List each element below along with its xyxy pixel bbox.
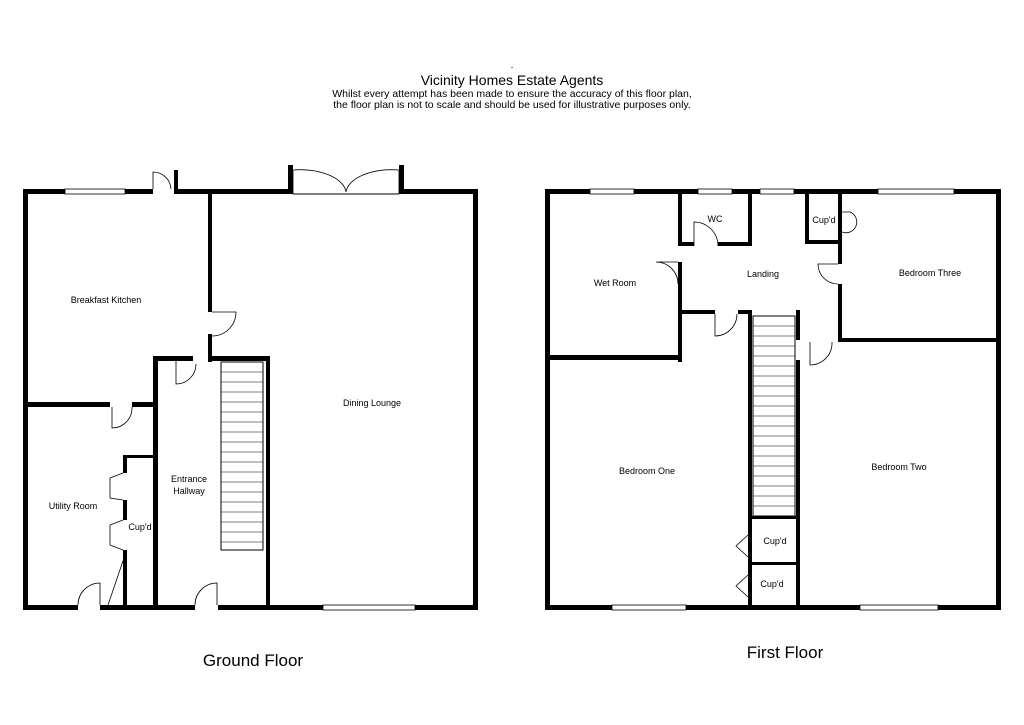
ff-wall-bed3-left: [838, 194, 842, 264]
ff-window-bed3: [877, 188, 955, 195]
ff-wall-stair-right-top: [796, 310, 800, 340]
gf-wall-bay-right: [399, 165, 404, 194]
room-label-ff-cupboard-top: Cup'd: [812, 215, 835, 225]
ff-wall-stair-left: [748, 310, 752, 610]
gf-wall-porch-left: [174, 170, 178, 194]
room-label-dining-lounge: Dining Lounge: [343, 398, 401, 408]
ff-wall-wet-right: [678, 262, 682, 362]
ff-wall-landing-bottom-l: [682, 310, 715, 314]
room-label-entrance-2: Hallway: [173, 486, 205, 496]
ff-door-cupd-top: [839, 211, 858, 234]
room-label-gf-cupboard: Cup'd: [128, 522, 151, 532]
ff-wall-bed3-left-2: [838, 284, 842, 342]
ff-door-landing: [714, 313, 738, 337]
gf-door-back: [152, 171, 172, 190]
disclaimer-line-2: the floor plan is not to scale and shoul…: [333, 99, 691, 111]
ff-wall-left: [545, 189, 550, 610]
gf-wall-left: [23, 189, 28, 610]
ff-window-wc: [697, 188, 733, 195]
gf-window-lounge: [322, 604, 416, 611]
ground-floor-plan: Breakfast Kitchen Dining Lounge Utility …: [23, 165, 478, 670]
gf-wall-top-3: [399, 189, 478, 194]
room-label-bedroom-one: Bedroom One: [619, 466, 675, 476]
gf-door-utility: [111, 406, 133, 429]
ff-wall-cupd-mid-top: [752, 516, 798, 519]
floor-label-first: First Floor: [747, 643, 824, 662]
ff-stair-treads: [753, 325, 795, 507]
room-label-utility-room: Utility Room: [49, 501, 98, 511]
gf-wall-utility-top-2: [132, 402, 158, 407]
gf-door-french: [292, 169, 400, 194]
ff-wall-right: [996, 189, 1001, 610]
ff-door-cupd-mid: [735, 534, 749, 558]
gf-wall-utility-top: [23, 402, 110, 407]
ff-window-wetroom: [589, 188, 635, 195]
gf-door-cupd-upper: [109, 472, 124, 501]
gf-wall-hall-right: [266, 356, 270, 610]
ff-wall-bottom: [545, 605, 1001, 610]
gf-window-kitchen: [64, 188, 126, 195]
ff-window-bed2: [859, 604, 939, 611]
gf-wall-top-2: [174, 189, 288, 194]
room-label-bedroom-two: Bedroom Two: [871, 462, 926, 472]
room-label-bedroom-three: Bedroom Three: [899, 268, 961, 278]
first-floor-plan: WC Cup'd Wet Room Landing Bedroom Three …: [545, 188, 1001, 662]
room-label-wc: WC: [708, 214, 723, 224]
ff-door-wc: [693, 221, 719, 247]
gf-door-front: [194, 582, 218, 606]
gf-wall-cupd-low: [123, 550, 127, 605]
ff-window-landing: [759, 188, 795, 195]
ff-wall-landing-bottom-r: [738, 310, 752, 314]
gf-door-cupd-side: [107, 554, 126, 606]
ff-door-bed3: [817, 263, 839, 285]
room-label-wet-room: Wet Room: [594, 278, 636, 288]
gf-stair-treads: [221, 371, 263, 543]
ff-door-cupd-low: [735, 574, 749, 598]
gf-wall-cupd-top: [123, 455, 155, 458]
ff-wall-cupd-mid-bottom: [752, 562, 798, 565]
agency-title: Vicinity Homes Estate Agents: [420, 72, 604, 88]
ff-door-bed2: [809, 341, 833, 366]
ff-wall-cupd-bottom: [805, 240, 839, 244]
room-label-entrance-1: Entrance: [171, 474, 207, 484]
ff-door-wetroom: [655, 261, 679, 285]
ff-wall-cupd-left: [805, 194, 809, 244]
gf-door-lounge: [211, 311, 237, 337]
gf-wall-kitchen-lounge: [208, 194, 212, 312]
floor-label-ground: Ground Floor: [203, 651, 303, 670]
gf-door-utility-ext: [77, 582, 101, 606]
ff-wall-wet-bottom: [545, 355, 682, 360]
ff-wall-wc-right: [748, 194, 752, 246]
gf-door-hall-kitchen: [175, 361, 197, 385]
gf-wall-bay-left: [288, 165, 293, 194]
room-label-breakfast-kitchen: Breakfast Kitchen: [71, 295, 142, 305]
gf-wall-right: [473, 189, 478, 610]
ff-window-bed1: [611, 604, 687, 611]
gf-wall-hall-left: [153, 356, 158, 610]
room-label-landing: Landing: [747, 269, 779, 279]
header-dot: .: [510, 60, 514, 71]
ff-wall-bed3-bottom: [838, 338, 1001, 342]
gf-wall-bottom-1: [23, 605, 78, 610]
gf-wall-cupd-mid: [123, 500, 127, 520]
gf-wall-hall-top: [153, 356, 193, 361]
ff-wall-wc-base-r: [718, 242, 752, 246]
gf-door-cupd-lower: [109, 519, 124, 551]
gf-wall-bottom-2: [100, 605, 195, 610]
ff-wall-wc-base-l: [678, 242, 694, 246]
ff-wall-stair-right: [796, 360, 800, 610]
gf-staircase: [220, 361, 264, 551]
gf-wall-stair-top: [208, 356, 270, 361]
ff-wall-wc-left: [678, 194, 682, 244]
gf-wall-kitchen-lounge-2: [208, 334, 212, 362]
room-label-ff-cupboard-low: Cup'd: [760, 579, 783, 589]
gf-wall-cupd-top-l: [123, 455, 127, 473]
room-label-ff-cupboard-mid: Cup'd: [763, 536, 786, 546]
disclaimer-line-1: Whilst every attempt has been made to en…: [332, 88, 692, 100]
